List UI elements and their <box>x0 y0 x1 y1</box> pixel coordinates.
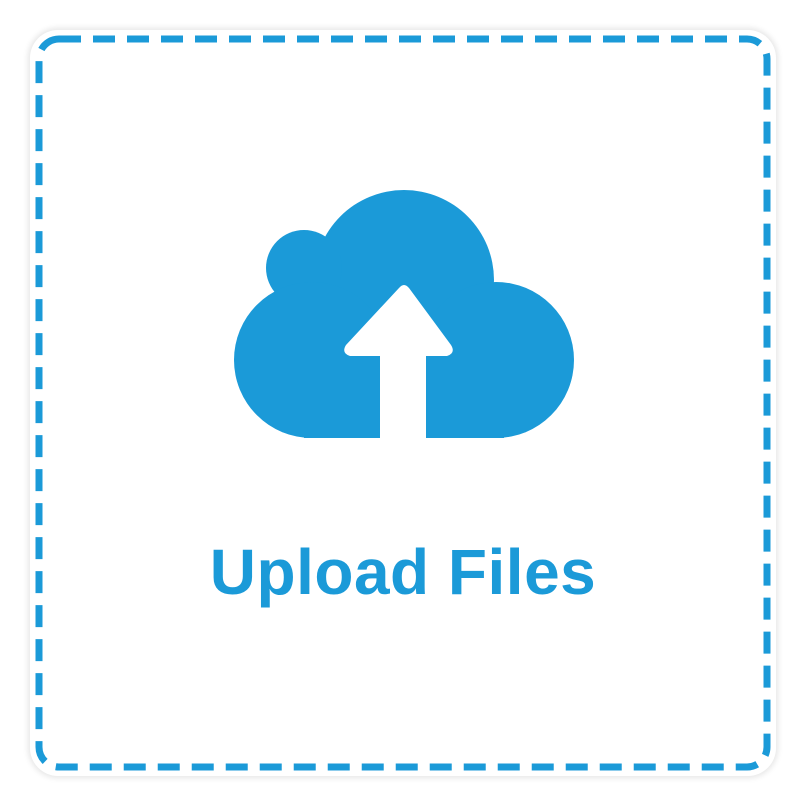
upload-files-label[interactable]: Upload Files <box>209 536 597 608</box>
cloud-upload-icon <box>234 190 574 440</box>
upload-dropzone[interactable]: Upload Files <box>30 30 776 776</box>
